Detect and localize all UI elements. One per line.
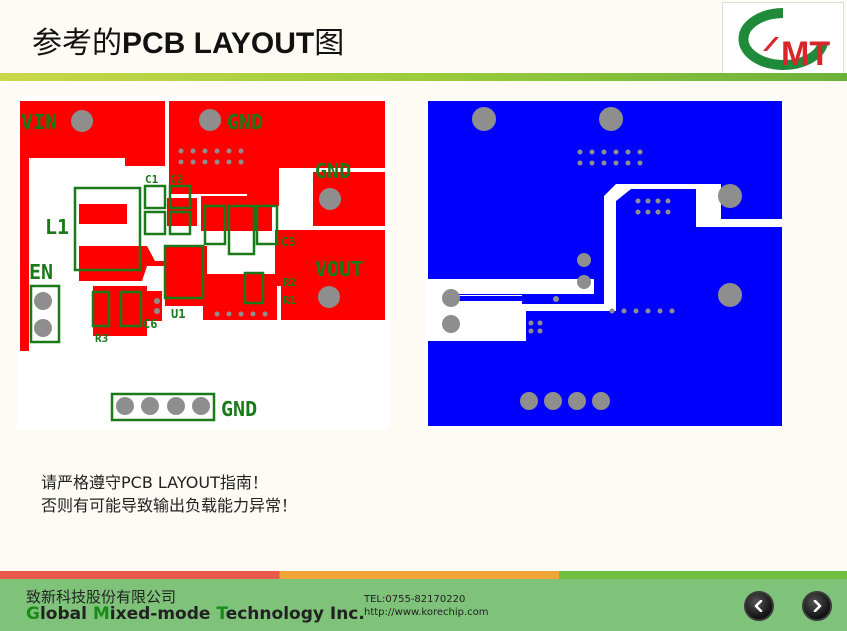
note-line-2: 否则有可能导致输出负载能力异常！	[41, 496, 298, 515]
note-line-1: 请严格遵守PCB LAYOUT指南！	[41, 473, 268, 492]
company-name-en: Global Mixed-mode Technology Inc.	[26, 604, 365, 624]
label-gnd-header: GND	[221, 397, 257, 421]
footer-stripe	[0, 571, 847, 579]
label-en: EN	[29, 260, 53, 284]
company-name-cn: 致新科技股份有限公司	[26, 588, 177, 606]
label-r2: R2	[283, 276, 296, 289]
chevron-right-icon	[813, 600, 822, 612]
logo-text: MT	[781, 35, 830, 73]
gmt-logo: MT	[722, 2, 844, 76]
prev-slide-button[interactable]	[744, 591, 774, 621]
label-gnd-top: GND	[227, 110, 263, 134]
label-vout: VOUT	[315, 257, 363, 281]
pcb-bottom-layer	[426, 99, 784, 428]
layout-warning-note: 请严格遵守PCB LAYOUT指南！ 否则有可能导致输出负载能力异常！	[41, 471, 297, 517]
title-divider	[0, 73, 847, 81]
label-l1: L1	[45, 215, 69, 239]
label-gnd-right: GND	[315, 159, 351, 183]
label-c2: C2	[170, 173, 183, 186]
label-c1: C1	[145, 173, 159, 186]
pcb-top-layer: VIN GND GND VOUT EN L1 C1 C2 C3 C6 U1 R1…	[17, 96, 389, 430]
contact-tel: TEL:0755-82170220	[364, 594, 466, 605]
footer-bar	[0, 579, 847, 631]
next-slide-button[interactable]	[802, 591, 832, 621]
slide-title: 参考的PCB LAYOUT图	[32, 26, 345, 61]
label-u1: U1	[171, 307, 185, 321]
label-r3: R3	[95, 332, 108, 345]
label-c6: C6	[143, 317, 157, 331]
contact-info: TEL:0755-82170220 http://www.korechip.co…	[364, 593, 489, 619]
contact-url: http://www.korechip.com	[364, 607, 489, 618]
label-c3: C3	[281, 235, 295, 249]
label-r1: R1	[283, 294, 297, 307]
chevron-left-icon	[754, 600, 763, 612]
label-vin: VIN	[21, 110, 57, 134]
